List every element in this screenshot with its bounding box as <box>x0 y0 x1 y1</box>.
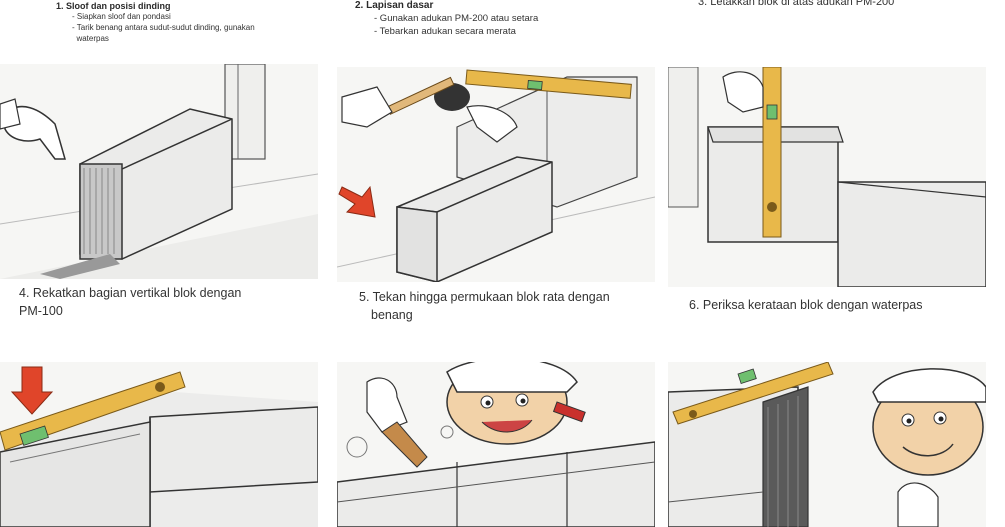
step2-bullet-1: - Gunakan adukan PM-200 atau setara <box>374 13 539 24</box>
illustration-step6 <box>668 67 986 287</box>
step1-bullet-2: - Tarik benang antara sudut-sudut dindin… <box>72 23 255 32</box>
step4-drawing <box>0 64 318 279</box>
step7-drawing <box>0 362 318 527</box>
step1-bullet-3: waterpas <box>72 34 109 43</box>
step6-caption: 6. Periksa kerataan blok dengan waterpas <box>689 298 923 312</box>
step5-drawing <box>337 67 655 282</box>
step2-title: 2. Lapisan dasar <box>355 0 434 11</box>
illustration-step7 <box>0 362 318 527</box>
step5-caption-line2: benang <box>371 308 413 322</box>
step1-title: 1. Sloof dan posisi dinding <box>56 1 171 11</box>
step5-caption-line1: 5. Tekan hingga permukaan blok rata deng… <box>359 290 610 304</box>
step9-drawing <box>668 362 986 527</box>
illustration-step9 <box>668 362 986 527</box>
illustration-step8 <box>337 362 655 527</box>
step4-caption-line1: 4. Rekatkan bagian vertikal blok dengan <box>19 286 242 300</box>
step2-bullet-2: - Tebarkan adukan secara merata <box>374 26 516 37</box>
illustration-step5 <box>337 67 655 282</box>
illustration-step4 <box>0 64 318 279</box>
step3-title: 3. Letakkan blok di atas adukan PM-200 <box>698 0 895 8</box>
step1-bullet-1: - Siapkan sloof dan pondasi <box>72 12 171 21</box>
step8-drawing <box>337 362 655 527</box>
step4-caption-line2: PM-100 <box>19 304 63 318</box>
step6-drawing <box>668 67 986 287</box>
